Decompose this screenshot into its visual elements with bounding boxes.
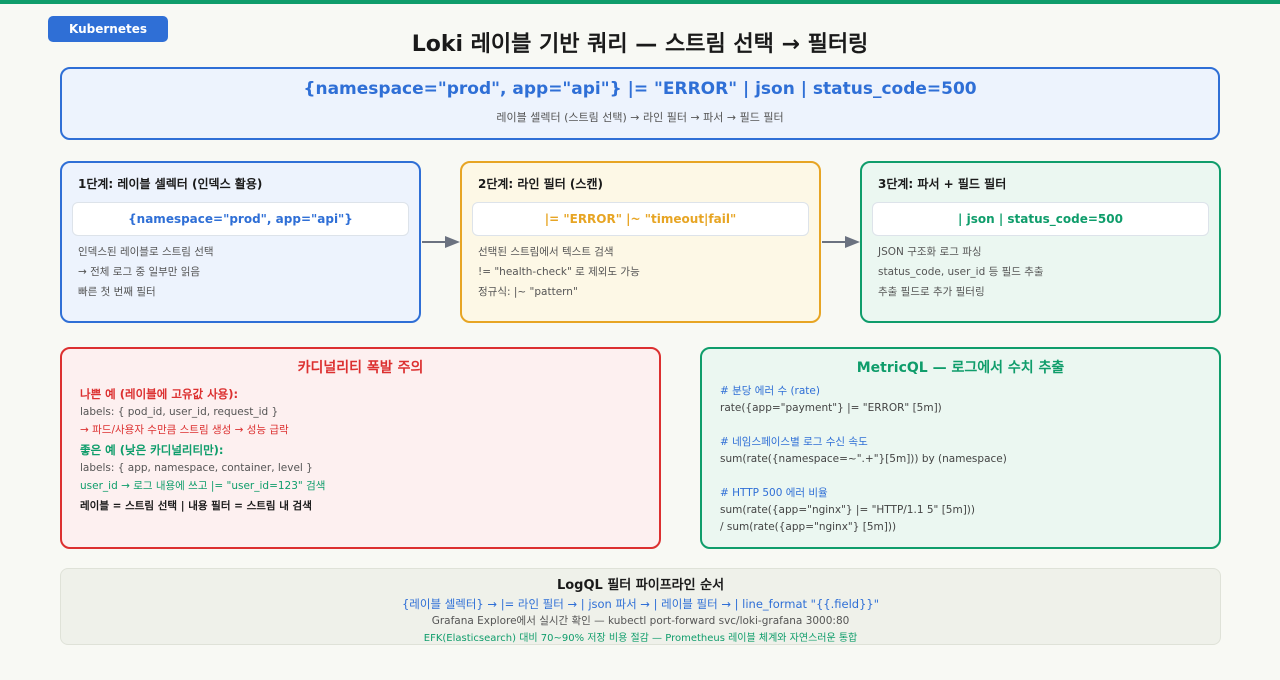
pipeline-summary-footer: LogQL 필터 파이프라인 순서 {레이블 셀렉터} → |= 라인 필터 →… — [60, 568, 1221, 645]
cardinality-summary: 레이블 = 스트림 선택 | 내용 필터 = 스트림 내 검색 — [80, 500, 312, 512]
metric-comment: # 분당 에러 수 (rate) — [720, 385, 820, 397]
stage-description: 정규식: |~ "pattern" — [478, 286, 578, 298]
top-accent-bar — [0, 0, 1280, 4]
stage-description: → 전체 로그 중 일부만 읽음 — [78, 266, 201, 278]
metric-query-line: sum(rate({app="nginx"} |= "HTTP/1.1 5" [… — [720, 504, 975, 516]
metric-query-line: / sum(rate({app="nginx"} [5m])) — [720, 521, 897, 533]
cardinality-warning-panel: 카디널리티 폭발 주의 나쁜 예 (레이블에 고유값 사용): labels: … — [60, 347, 661, 549]
stage-label-selector: 1단계: 레이블 셀렉터 (인덱스 활용) {namespace="prod",… — [60, 161, 421, 323]
flow-arrow-icon — [422, 236, 460, 248]
stage-description: 선택된 스트림에서 텍스트 검색 — [478, 246, 614, 258]
metric-spacer — [720, 417, 1201, 434]
stage-line-filter: 2단계: 라인 필터 (스캔) |= "ERROR" |~ "timeout|f… — [460, 161, 821, 323]
metric-title: MetricQL — 로그에서 수치 추출 — [856, 360, 1065, 376]
stage-code: {namespace="prod", app="api"} — [72, 202, 409, 236]
stage-description: != "health-check" 로 제외도 가능 — [478, 266, 640, 278]
stage-title: 1단계: 레이블 셀렉터 (인덱스 활용) — [78, 177, 263, 191]
metric-query-panel: MetricQL — 로그에서 수치 추출 # 분당 에러 수 (rate) r… — [700, 347, 1221, 549]
full-query-box: {namespace="prod", app="api"} |= "ERROR"… — [60, 67, 1220, 140]
page-title: Loki 레이블 기반 쿼리 — 스트림 선택 → 필터링 — [411, 32, 869, 57]
bad-example-effect: → 파드/사용자 수만큼 스트림 생성 → 성능 급락 — [80, 424, 289, 436]
metric-comment: # 네임스페이스별 로그 수신 속도 — [720, 436, 868, 448]
cardinality-title: 카디널리티 폭발 주의 — [297, 360, 424, 376]
stage-code: |= "ERROR" |~ "timeout|fail" — [472, 202, 809, 236]
stage-parser-field-filter: 3단계: 파서 + 필드 필터 | json | status_code=500… — [860, 161, 1221, 323]
stage-description: 빠른 첫 번째 필터 — [78, 286, 156, 298]
stage-description: JSON 구조화 로그 파싱 — [878, 246, 982, 258]
category-badge: Kubernetes — [48, 16, 168, 42]
good-example-heading: 좋은 예 (낮은 카디널리티만): — [80, 443, 224, 457]
stage-description: 인덱스된 레이블로 스트림 선택 — [78, 246, 214, 258]
bad-example-heading: 나쁜 예 (레이블에 고유값 사용): — [80, 387, 239, 401]
metric-comment: # HTTP 500 에러 비율 — [720, 487, 828, 499]
good-example-tip: user_id → 로그 내용에 쓰고 |= "user_id=123" 검색 — [80, 480, 326, 492]
stage-title: 2단계: 라인 필터 (스캔) — [478, 177, 603, 191]
stage-code: | json | status_code=500 — [872, 202, 1209, 236]
stage-description: status_code, user_id 등 필드 추출 — [878, 266, 1044, 278]
metric-query-line: sum(rate({namespace=~".+"}[5m])) by (nam… — [720, 453, 1007, 465]
footer-title: LogQL 필터 파이프라인 순서 — [556, 578, 725, 593]
metric-spacer — [720, 468, 1201, 485]
flow-arrow-icon — [822, 236, 860, 248]
stage-description: 추출 필드로 추가 필터링 — [878, 286, 985, 298]
footer-comparison: EFK(Elasticsearch) 대비 70~90% 저장 비용 절감 — … — [423, 633, 858, 644]
metric-query-line: rate({app="payment"} |= "ERROR" [5m]) — [720, 402, 942, 414]
good-example-labels: labels: { app, namespace, container, lev… — [80, 462, 313, 474]
footer-tip: Grafana Explore에서 실시간 확인 — kubectl port-… — [431, 615, 850, 627]
full-query-code: {namespace="prod", app="api"} |= "ERROR"… — [303, 79, 977, 99]
full-query-caption: 레이블 셀렉터 (스트림 선택) → 라인 필터 → 파서 → 필드 필터 — [496, 111, 784, 124]
stage-title: 3단계: 파서 + 필드 필터 — [878, 177, 1007, 191]
bad-example-labels: labels: { pod_id, user_id, request_id } — [80, 406, 279, 418]
footer-pipeline: {레이블 셀렉터} → |= 라인 필터 → | json 파서 → | 레이블… — [401, 597, 879, 611]
